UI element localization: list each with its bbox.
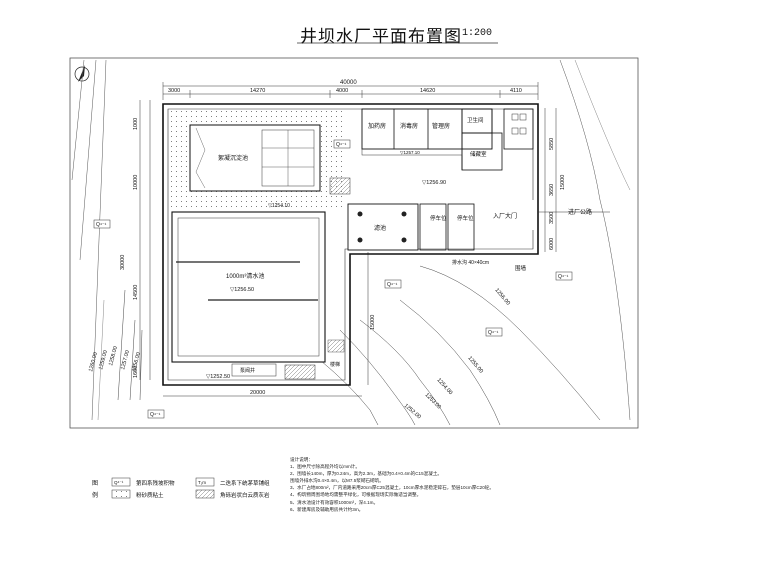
contour-label-5: 1256.00 <box>493 287 510 306</box>
room-control: 管理房 <box>432 122 450 130</box>
road-label: 进厂公路 <box>568 208 592 216</box>
clarifier-tank <box>189 124 321 192</box>
legend-item-1: 第四系残坡积物 <box>136 479 175 487</box>
pump-room-label: 泵阀井 <box>240 367 255 374</box>
dim-left-3: 30000 <box>120 255 126 270</box>
boundary-wall <box>162 103 539 386</box>
dim-top-4: 14620 <box>420 88 435 94</box>
drawing-frame <box>69 57 639 429</box>
dim-top-5: 4110 <box>510 88 522 94</box>
clarifier-elevation: ▽1254.10 <box>268 203 290 209</box>
stairs-bottom <box>284 364 316 380</box>
q-mark-5: Q⁴⁻¹ <box>336 142 347 148</box>
dim-overall: 40000 <box>340 80 357 86</box>
dim-right-4: 3500 <box>549 212 555 224</box>
dim-top-2: 14270 <box>250 88 265 94</box>
filter-units <box>357 211 407 243</box>
notes-line: 3、水厂占地800m²，厂内道路采用20cm厚C25混凝土，10cm厚水泥稳定碎… <box>290 485 494 491</box>
entrance-label: 入厂大门 <box>493 212 517 220</box>
parking-b <box>447 203 475 251</box>
tank-elevation: ▽1256.50 <box>230 287 254 293</box>
q-mark-1: Q⁴⁻¹ <box>96 222 107 228</box>
q-mark-3: Q⁴⁻¹ <box>488 330 499 336</box>
filter-label: 滤池 <box>374 224 386 232</box>
room-storage: 储藏室 <box>470 150 487 158</box>
dim-right-2: 15000 <box>560 175 566 190</box>
drain-label: 排水沟 40×40cm <box>452 259 489 266</box>
dim-mid: 15000 <box>370 315 376 330</box>
contour-label-7: 1255.00 <box>466 355 483 374</box>
legend-item-4: 角砾岩状白云质灰岩 <box>220 491 270 499</box>
dim-left-1: 1000 <box>133 118 139 130</box>
stairs-top <box>329 177 351 195</box>
dim-right-1: 5850 <box>549 138 555 150</box>
contour-label-2: 1259.00 <box>98 350 109 371</box>
notes-line: 6、新建库房及辅助用房共计约3m。 <box>290 506 364 512</box>
legend-item-2: 粉砂质粘土 <box>136 491 164 499</box>
room-toilet: 卫生间 <box>467 116 484 124</box>
contour-label-1: 1260.00 <box>88 352 99 373</box>
drawing-title: 井坝水厂平面布置图 <box>300 27 462 47</box>
legend-symbol-1: Q⁴⁻¹ <box>114 480 124 485</box>
dim-left-2: 10000 <box>133 175 139 190</box>
parking-a-label: 停车位 <box>430 214 447 222</box>
contour-label-6: 1256.00 <box>131 352 142 373</box>
legend: 图 例 Q⁴⁻¹ 第四系残坡积物 粉砂质粘土 T₁m 二迭系下统茅草铺组 角砾岩… <box>92 477 270 499</box>
corridor-elevation: ▽1257.10 <box>400 150 420 155</box>
notes-title: 设计说明： <box>290 457 313 462</box>
parking-b-label: 停车位 <box>457 214 474 222</box>
yard-elevation: ▽1256.90 <box>422 180 446 186</box>
dim-bottom: 20000 <box>250 390 265 396</box>
dim-top-3: 4000 <box>336 88 348 94</box>
notes-line: 4、构筑物周围场地均需整平绿化，可根据现场实际做适当调整。 <box>290 492 422 498</box>
wall-label: 围墙 <box>515 264 527 272</box>
dim-left-5: 1600 <box>133 366 139 378</box>
drawing-scale: 1:200 <box>462 28 493 39</box>
legend-title-1: 图 <box>92 480 98 487</box>
q-mark-2: Q⁴⁻¹ <box>387 282 398 288</box>
stairs-label: 楼梯 <box>330 361 340 368</box>
q-mark-4: Q⁴⁻¹ <box>558 274 569 280</box>
design-notes: 设计说明： 1、图中尺寸除高程外均以mm计。 2、围墙长140m，厚为0.24m… <box>290 456 494 513</box>
contour-lines <box>117 265 601 426</box>
legend-symbol-3: T₁m <box>198 480 206 485</box>
contour-label-3: 1258.00 <box>108 346 119 367</box>
room-disinfection: 消毒房 <box>400 122 418 130</box>
clarifier-label: 絮凝沉淀池 <box>218 154 248 162</box>
tank-label: 1000m³清水池 <box>226 272 264 280</box>
contour-label-4: 1257.00 <box>120 350 131 371</box>
dim-right-3: 3650 <box>549 184 555 196</box>
room-dosing: 加药房 <box>368 122 386 130</box>
dim-left-4: 14500 <box>133 285 139 300</box>
geology-marks: Q⁴⁻¹ Q⁴⁻¹ Q⁴⁻¹ Q⁴⁻¹ Q⁴⁻¹ Q⁴⁻¹ <box>93 139 573 419</box>
top-dimensions <box>162 82 539 100</box>
legend-item-3: 二迭系下统茅草铺组 <box>220 479 270 487</box>
q-mark-6: Q⁴⁻¹ <box>150 412 161 418</box>
road-edge <box>71 59 107 421</box>
tank-bottom-elevation: ▽1252.50 <box>206 374 230 380</box>
clear-water-tank <box>171 211 326 363</box>
pump-room <box>231 363 277 377</box>
contour-label-8: 1254.00 <box>436 377 454 396</box>
notes-line: 5、清水池设计有效容积1000m³，深4.1m。 <box>290 499 379 505</box>
dim-right-5: 6000 <box>549 238 555 250</box>
notes-line: 围墙外排水沟0.4×0.4m，以M7.5浆砌石砌筑。 <box>290 478 384 484</box>
dim-top-1: 3000 <box>168 88 180 94</box>
contour-label-10: 1252.00 <box>403 403 422 420</box>
contour-label-9: 1253.00 <box>424 392 442 410</box>
notes-line: 1、图中尺寸除高程外均以mm计。 <box>290 464 360 470</box>
legend-title-2: 例 <box>92 491 98 499</box>
notes-line: 2、围墙长140m，厚为0.24m，高为2.3m，基础为0.4×0.4m的C15… <box>290 471 443 477</box>
parking-a <box>419 203 447 251</box>
